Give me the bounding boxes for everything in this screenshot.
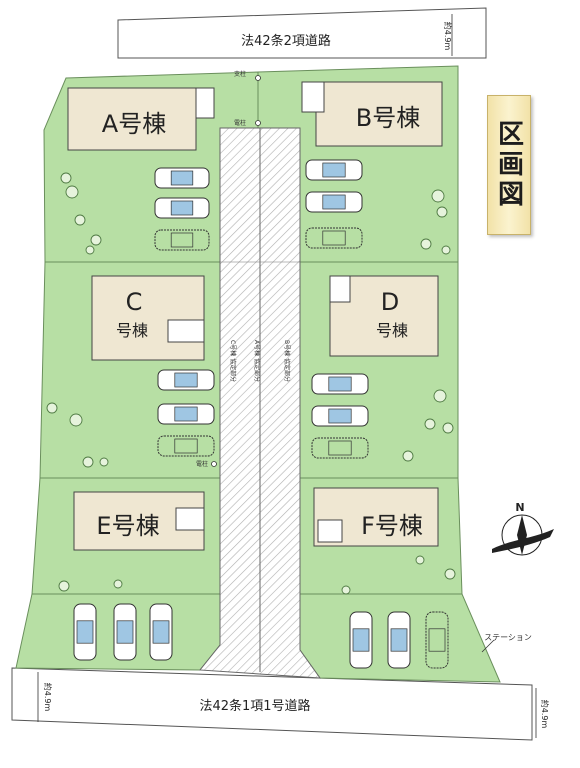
car-icon [425,611,449,669]
tree-icon [415,555,425,565]
tree-icon [444,568,456,580]
tree-icon [424,418,436,430]
parking-spaces [73,159,449,669]
car-icon [157,369,215,391]
building-a: A号棟 [67,87,215,151]
svg-text:約4.9m: 約4.9m [43,683,53,712]
tree-icon [431,189,445,203]
car-icon [311,405,369,427]
map-title-box: 区画図 [487,95,531,235]
tree-icon [99,457,109,467]
building-e: E号棟 [73,491,205,551]
trees [46,172,456,595]
tree-icon [436,206,448,218]
building-d-letter: D [381,288,399,316]
utility-pole-icon: 電柱 [196,460,217,468]
svg-text:約4.9m: 約4.9m [540,700,550,729]
tree-icon [90,234,102,246]
car-icon [154,167,210,189]
building-d-suffix: 号棟 [376,321,408,340]
building-d: D 号棟 [329,275,439,357]
station-marker: ステーション [481,633,532,653]
map-title: 区画図 [493,120,524,210]
tree-icon [402,450,414,462]
north-road [117,7,487,59]
svg-text:電柱: 電柱 [196,460,208,468]
lane-label-2: A号棟 協定部分 [253,340,261,382]
building-e-label: E号棟 [96,512,159,540]
svg-text:支柱: 支柱 [234,70,246,78]
tree-icon [85,245,95,255]
building-c-suffix: 号棟 [116,321,148,340]
building-c: C 号棟 [91,275,205,361]
south-road-width-marker-west: 約4.9m [37,672,53,722]
car-icon [154,197,210,219]
car-icon [305,191,363,213]
north-road-label: 法42条2項道路 [241,33,331,49]
tree-icon [420,238,432,250]
south-road-label: 法42条1項1号道路 [199,698,310,714]
car-icon [387,611,411,669]
lane-label-3: B号棟 協定部分 [283,340,291,382]
svg-text:約4.9m: 約4.9m [443,22,453,51]
tree-icon [341,585,351,595]
tree-icon [74,214,86,226]
building-a-label: A号棟 [102,110,166,138]
south-road-width-marker-east: 約4.9m [535,688,550,738]
tree-icon [46,402,58,414]
car-icon [305,227,363,249]
tree-icon [60,172,72,184]
building-b: B号棟 [301,81,443,147]
svg-text:電柱: 電柱 [234,119,246,127]
building-f-label: F号棟 [361,512,423,540]
tree-icon [82,456,94,468]
car-icon [113,603,137,661]
car-icon [349,611,373,669]
tree-icon [65,185,79,199]
car-icon [311,437,369,459]
tree-icon [113,579,123,589]
tree-icon [442,422,454,434]
utility-pole-icon: 支柱 [234,70,261,81]
building-c-letter: C [126,288,143,316]
north-road-width-marker: 約4.9m [443,14,453,56]
utility-pole-icon: 電柱 [234,119,261,127]
car-icon [73,603,97,661]
car-icon [157,435,215,457]
compass-icon: N [492,501,554,556]
building-b-label: B号棟 [356,104,420,132]
compass-north-label: N [515,501,524,514]
tree-icon [69,413,83,427]
car-icon [305,159,363,181]
lane-label-1: C号棟 協定部分 [229,340,237,382]
station-label: ステーション [484,633,532,642]
car-icon [149,603,173,661]
tree-icon [441,245,451,255]
building-f: F号棟 [313,487,439,547]
tree-icon [58,580,70,592]
car-icon [154,229,210,251]
car-icon [157,403,215,425]
car-icon [311,373,369,395]
tree-icon [433,389,447,403]
